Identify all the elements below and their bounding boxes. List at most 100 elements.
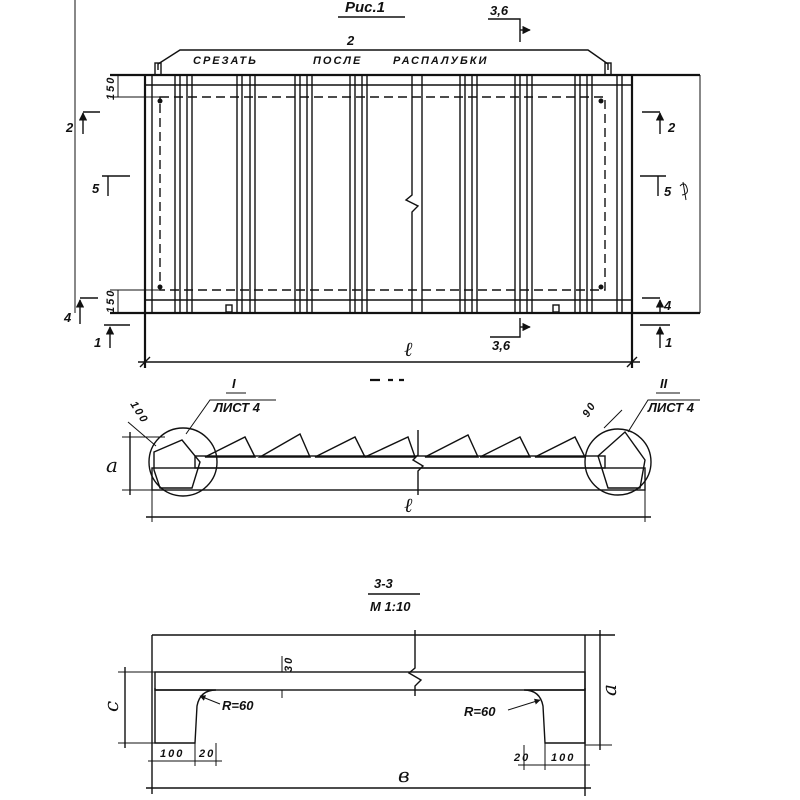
left-mark-2: 2 (65, 120, 74, 135)
end-node-left: I ЛИСТ 4 100 (127, 376, 276, 497)
rib (424, 434, 480, 458)
cross-section-width-dimension: в (146, 763, 591, 789)
right-rib-width-label: 100 (551, 752, 575, 764)
radius-right-label: R=60 (464, 704, 496, 719)
embedded-part (225, 304, 233, 313)
panel-outline (74, 0, 701, 368)
section-break-line (411, 430, 425, 495)
node-left-size-line (127, 421, 157, 447)
right-mark-1: 1 (665, 335, 672, 350)
left-mark-1: 1 (94, 335, 101, 350)
plan-view: Рис.1 3,6 2 СРЕЗАТЬ ПОСЛЕ РАСПАЛУБКИ (63, 0, 701, 382)
left-mark-5-symbol (102, 175, 130, 196)
total-height-label: а (597, 684, 621, 696)
section-mark-3-6-top: 3,6 (488, 3, 531, 42)
right-offset-label: 20 (513, 752, 530, 764)
section-mark-3-6-top-line (488, 18, 521, 42)
cut-note-word-2: ПОСЛЕ (313, 55, 362, 67)
slab-flange (194, 455, 606, 469)
plan-length-ticks (139, 356, 638, 368)
radius-left-label: R=60 (222, 698, 254, 713)
section-mark-3-6-bottom-label: 3,6 (492, 338, 511, 353)
radius-right-leader (507, 698, 541, 711)
rib (534, 436, 587, 458)
radius-left-leader (199, 695, 221, 705)
right-mark-2: 2 (667, 120, 676, 135)
edge-dimensions: 150 150 (105, 75, 119, 313)
left-rib-width-label: 100 (160, 748, 184, 760)
bottom-right-dimensions: 20 100 (513, 743, 590, 770)
end-block-right (597, 430, 646, 489)
rib (364, 436, 416, 458)
anchor-point (598, 284, 604, 290)
node-right-number: II (660, 376, 668, 391)
node-right-size-line (603, 409, 623, 429)
right-mark-5: 5 (664, 184, 672, 199)
rib-right-section (523, 688, 586, 744)
node-left-number: I (232, 376, 236, 391)
lifting-bracket: СРЕЗАТЬ ПОСЛЕ РАСПАЛУБКИ (154, 49, 612, 76)
right-mark-4: 4 (663, 298, 672, 313)
plan-break-line (404, 75, 420, 313)
detail-circle-right (584, 428, 652, 496)
node-left-sheet: ЛИСТ 4 (213, 400, 261, 415)
rib-height-label: с (99, 701, 123, 712)
plan-length-label: ℓ (404, 337, 413, 361)
cross-section-title: 3-3 (374, 576, 394, 591)
flange-thickness-dimension: 30 (281, 656, 295, 698)
bracket-outline (157, 49, 609, 70)
node-right-size: 90 (580, 399, 599, 419)
rib-height-dimension: с (99, 667, 155, 748)
transverse-ribs (204, 433, 587, 458)
node-left-leader (185, 399, 276, 435)
section-mark-3-6-bottom: 3,6 (490, 318, 531, 353)
anchor-point (157, 284, 163, 290)
detail-circle-left (148, 427, 218, 497)
cross-section-width-label: в (398, 763, 410, 787)
total-height-dimension: а (585, 630, 621, 750)
left-mark-5: 5 (92, 181, 100, 196)
long-section-length-label: ℓ (404, 493, 413, 517)
anchor-point (157, 98, 163, 104)
plan-length-dimension: ℓ (138, 337, 640, 368)
bracket-position-label: 2 (346, 33, 355, 48)
rib (257, 433, 312, 458)
figure-title: Рис.1 (345, 0, 385, 16)
slab-body (151, 467, 646, 491)
left-offset-label: 20 (198, 748, 215, 760)
long-section-length-dimension: ℓ (146, 490, 651, 522)
longitudinal-section: I ЛИСТ 4 100 II ЛИСТ 4 90 а (106, 376, 700, 522)
node-right-sheet: ЛИСТ 4 (647, 400, 695, 415)
right-mark-5-symbol (640, 175, 666, 196)
rib-left-section (154, 688, 217, 744)
end-block-left (153, 439, 201, 489)
rib (314, 436, 367, 458)
node-left-size: 100 (127, 399, 150, 426)
flange-section (154, 671, 586, 691)
reinforcement-outline-dashed (159, 96, 606, 291)
cross-section-break (407, 630, 423, 696)
dim-150-bottom: 150 (105, 289, 117, 313)
dim-150-top: 150 (105, 76, 117, 100)
anchor-point (598, 98, 604, 104)
embedded-part (552, 304, 560, 313)
rib (204, 436, 257, 458)
node-right-leader (627, 399, 700, 433)
cut-note-word-1: СРЕЗАТЬ (193, 55, 258, 67)
flange-thickness-label: 30 (283, 656, 295, 672)
end-node-right: II ЛИСТ 4 90 (580, 376, 700, 496)
section-mark-3-6-bottom-line (490, 318, 521, 338)
left-mark-4: 4 (63, 310, 72, 325)
rib-lines (151, 75, 623, 313)
long-section-height-label: а (106, 453, 118, 477)
left-section-marks: 2 5 4 1 (63, 111, 130, 350)
rib (479, 436, 532, 458)
cut-note-word-3: РАСПАЛУБКИ (393, 55, 488, 67)
right-section-marks: 2 5 4 1 (640, 111, 688, 350)
stray-mark (679, 181, 688, 201)
long-section-height-dimension: а (106, 432, 165, 495)
section-mark-3-6-top-label: 3,6 (490, 3, 509, 18)
cross-section-scale: М 1:10 (370, 599, 411, 614)
cross-section-3-3: 3-3 М 1:10 30 с а R=60 R=60 (99, 576, 621, 796)
